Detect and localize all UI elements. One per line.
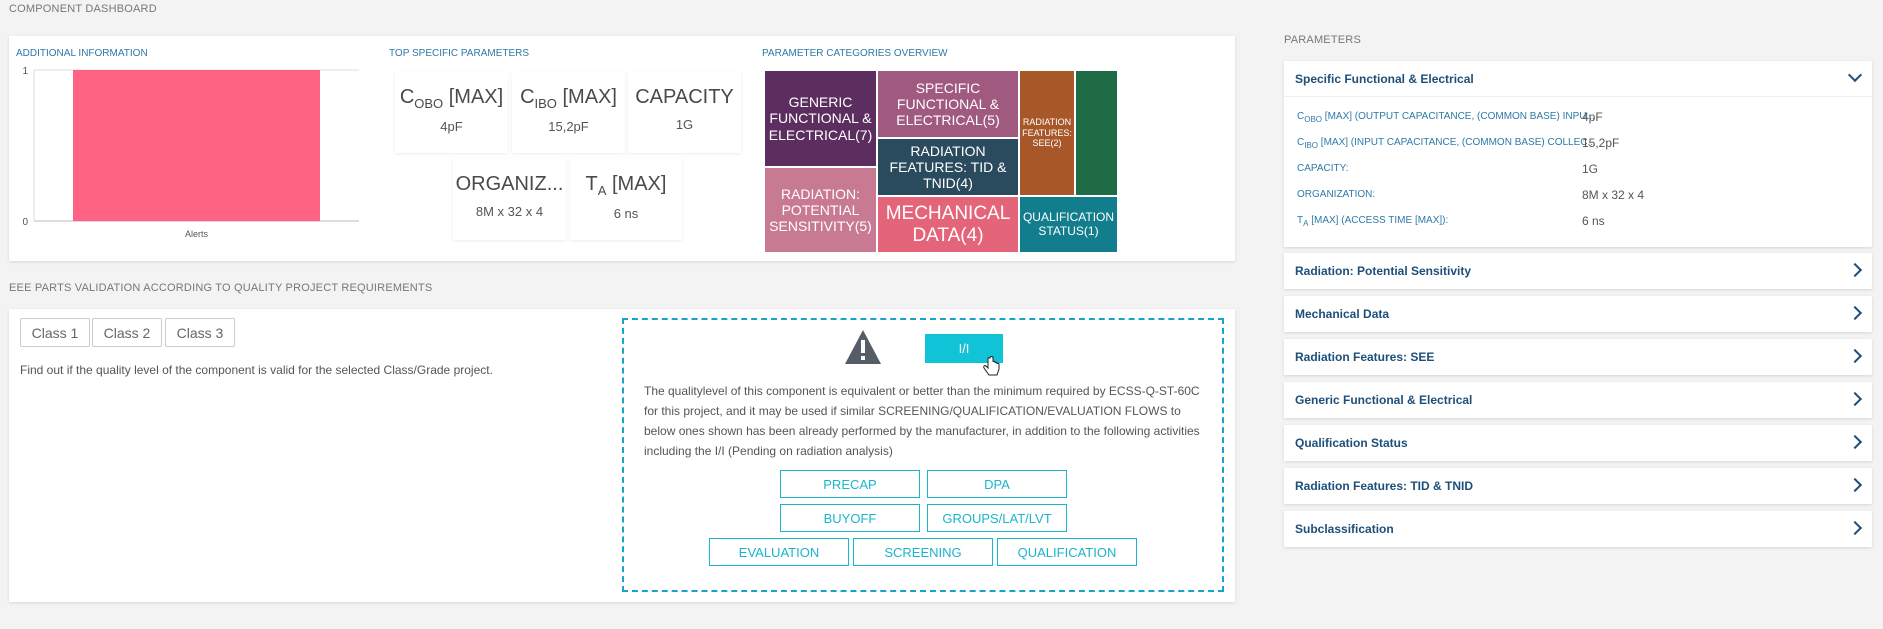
- accordion-specific-functional: Specific Functional & Electrical COBO [M…: [1284, 61, 1872, 247]
- chevron-right-icon: [1847, 434, 1863, 450]
- validation-description: The qualitylevel of this component is eq…: [644, 384, 1200, 458]
- category-label: RADIATION FEATURES: SEE(2): [1022, 117, 1072, 149]
- accordion-header[interactable]: Radiation: Potential Sensitivity: [1284, 253, 1872, 289]
- hand-cursor-icon: [983, 356, 1000, 376]
- param-tile-value: 6 ns: [613, 206, 639, 221]
- parameters-title: PARAMETERS: [1284, 34, 1361, 46]
- category-label: GENERIC FUNCTIONAL & ELECTRICAL(7): [768, 94, 873, 143]
- categories-title: PARAMETER CATEGORIES OVERVIEW: [762, 48, 948, 59]
- validation-hint: Find out if the quality level of the com…: [20, 363, 493, 377]
- param-tile-ta[interactable]: TA [MAX] 6 ns: [570, 158, 682, 240]
- category-specific-functional[interactable]: SPECIFIC FUNCTIONAL & ELECTRICAL(5): [877, 70, 1019, 138]
- accordion-header[interactable]: Radiation Features: SEE: [1284, 339, 1872, 375]
- top-params-title: TOP SPECIFIC PARAMETERS: [389, 48, 530, 59]
- param-tile-value: 8M x 32 x 4: [475, 204, 544, 219]
- accordion-generic-functional[interactable]: Generic Functional & Electrical: [1284, 382, 1872, 418]
- x-tick-label: Alerts: [185, 229, 209, 239]
- param-tile-label: CIBO [MAX]: [520, 86, 617, 111]
- param-row-value: 8M x 32 x 4: [1582, 188, 1645, 202]
- accordion-label: Radiation: Potential Sensitivity: [1295, 264, 1472, 278]
- param-tile-organization[interactable]: ORGANIZ... 8M x 32 x 4: [453, 158, 566, 240]
- param-tile-cibo[interactable]: CIBO [MAX] 15,2pF: [512, 71, 625, 153]
- class-3-tab[interactable]: Class 3: [165, 318, 235, 347]
- param-tile-label: CAPACITY: [635, 86, 734, 108]
- accordion-radiation-see[interactable]: Radiation Features: SEE: [1284, 339, 1872, 375]
- class-2-tab[interactable]: Class 2: [92, 318, 162, 347]
- param-tile-value: 1G: [675, 117, 694, 132]
- category-generic-functional[interactable]: GENERIC FUNCTIONAL & ELECTRICAL(7): [764, 70, 877, 167]
- param-row-label: CAPACITY:: [1297, 163, 1349, 174]
- accordion-radiation-potential[interactable]: Radiation: Potential Sensitivity: [1284, 253, 1872, 289]
- category-label: RADIATION FEATURES: TID & TNID(4): [889, 142, 1007, 192]
- flow-precap-button[interactable]: PRECAP: [780, 470, 920, 498]
- param-tile-capacity[interactable]: CAPACITY 1G: [628, 71, 741, 153]
- chevron-right-icon: [1847, 520, 1863, 536]
- param-tile-label: ORGANIZ...: [455, 173, 564, 195]
- param-tile-value: 15,2pF: [548, 119, 589, 134]
- accordion-label: Generic Functional & Electrical: [1295, 393, 1473, 407]
- param-row-label: ORGANIZATION:: [1297, 189, 1376, 200]
- accordion-label: Specific Functional & Electrical: [1295, 71, 1474, 86]
- category-radiation-potential[interactable]: RADIATION: POTENTIAL SENSITIVITY(5): [764, 167, 877, 253]
- bar-alerts: [73, 70, 320, 221]
- flow-evaluation-button[interactable]: EVALUATION: [709, 538, 849, 566]
- param-row-value: 4pF: [1582, 110, 1603, 124]
- y-tick-label: 0: [22, 217, 28, 228]
- chevron-right-icon: [1847, 305, 1863, 321]
- category-radiation-see[interactable]: RADIATION FEATURES: SEE(2): [1019, 70, 1075, 196]
- category-unlabeled[interactable]: [1075, 70, 1118, 196]
- additional-info-title: ADDITIONAL INFORMATION: [16, 48, 148, 59]
- accordion-label: Radiation Features: SEE: [1295, 350, 1435, 364]
- accordion-header[interactable]: Mechanical Data: [1284, 296, 1872, 332]
- param-tile-value: 4pF: [440, 119, 463, 134]
- category-label: QUALIFICATION STATUS(1): [1022, 209, 1115, 238]
- param-row-value: 1G: [1582, 162, 1599, 176]
- param-tile-label: TA [MAX]: [585, 173, 667, 198]
- category-label: MECHANICAL DATA(4): [885, 202, 1011, 246]
- category-qualification-status[interactable]: QUALIFICATION STATUS(1): [1019, 196, 1118, 253]
- category-label: RADIATION: POTENTIAL SENSITIVITY(5): [769, 185, 872, 235]
- param-row-value: 15,2pF: [1582, 136, 1620, 150]
- param-row-label: TA [MAX] (ACCESS TIME [MAX]):: [1297, 215, 1449, 228]
- page-title: COMPONENT DASHBOARD: [9, 3, 157, 15]
- param-tile-cobo[interactable]: COBO [MAX] 4pF: [395, 71, 508, 153]
- validation-title: EEE PARTS VALIDATION ACCORDING TO QUALIT…: [9, 282, 433, 294]
- category-label: SPECIFIC FUNCTIONAL & ELECTRICAL(5): [896, 79, 1000, 129]
- param-row-label: COBO [MAX] (OUTPUT CAPACITANCE, (COMMON …: [1297, 111, 1595, 124]
- accordion-label: Subclassification: [1295, 522, 1394, 536]
- chevron-right-icon: [1847, 477, 1863, 493]
- class-1-tab[interactable]: Class 1: [20, 318, 90, 347]
- accordion-label: Mechanical Data: [1295, 307, 1390, 321]
- accordion-header[interactable]: Radiation Features: TID & TNID: [1284, 468, 1872, 504]
- flow-qualification-button[interactable]: QUALIFICATION: [997, 538, 1137, 566]
- chevron-down-icon: [1847, 67, 1863, 83]
- category-mechanical-data[interactable]: MECHANICAL DATA(4): [877, 196, 1019, 253]
- accordion-header[interactable]: Generic Functional & Electrical: [1284, 382, 1872, 418]
- validation-result-panel: [622, 318, 1224, 592]
- chevron-right-icon: [1847, 348, 1863, 364]
- param-tile-label: COBO [MAX]: [399, 86, 504, 111]
- flow-screening-button[interactable]: SCREENING: [853, 538, 993, 566]
- accordion-mechanical-data[interactable]: Mechanical Data: [1284, 296, 1872, 332]
- y-tick-label: 1: [22, 66, 28, 77]
- accordion-radiation-tid[interactable]: Radiation Features: TID & TNID: [1284, 468, 1872, 504]
- accordion-header[interactable]: Subclassification: [1284, 511, 1872, 547]
- accordion-subclassification[interactable]: Subclassification: [1284, 511, 1872, 547]
- param-row-value: 6 ns: [1582, 214, 1605, 228]
- accordion-qualification-status[interactable]: Qualification Status: [1284, 425, 1872, 461]
- param-row-label: CIBO [MAX] (INPUT CAPACITANCE, (COMMON B…: [1297, 137, 1596, 150]
- flow-groups-button[interactable]: GROUPS/LAT/LVT: [927, 504, 1067, 532]
- category-radiation-tid[interactable]: RADIATION FEATURES: TID & TNID(4): [877, 138, 1019, 196]
- flow-dpa-button[interactable]: DPA: [927, 470, 1067, 498]
- flow-buyoff-button[interactable]: BUYOFF: [780, 504, 920, 532]
- chevron-right-icon: [1847, 262, 1863, 278]
- accordion-label: Qualification Status: [1295, 436, 1408, 450]
- accordion-header[interactable]: Specific Functional & Electrical: [1284, 61, 1872, 97]
- accordion-header[interactable]: Qualification Status: [1284, 425, 1872, 461]
- chevron-right-icon: [1847, 391, 1863, 407]
- warning-icon: [845, 330, 881, 364]
- accordion-label: Radiation Features: TID & TNID: [1295, 479, 1474, 493]
